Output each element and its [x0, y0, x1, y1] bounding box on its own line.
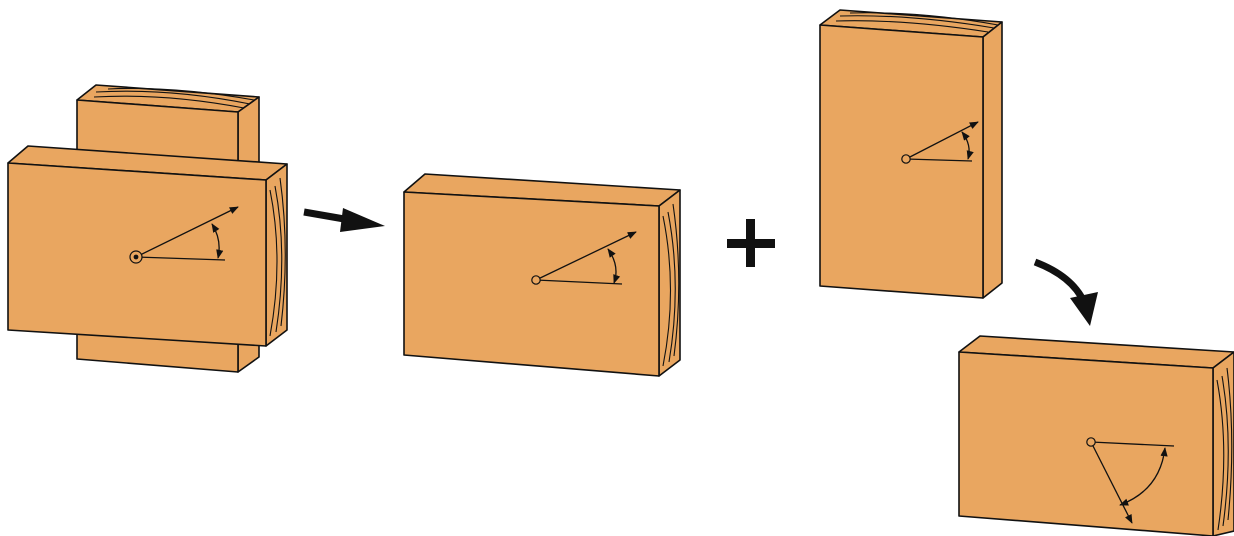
- assembled-joint: [7, 84, 288, 373]
- angle-indicator: [135, 206, 239, 261]
- angle-indicator: [535, 231, 637, 285]
- member-2-rotated: [958, 335, 1234, 536]
- angle-indicator: [905, 121, 979, 162]
- bolt-hole-icon: [1086, 437, 1096, 447]
- bolt-hole-icon: [901, 154, 911, 164]
- angle-indicator: [1090, 441, 1175, 524]
- member-2: [819, 9, 1003, 299]
- curved-arrow-down-icon: [1033, 258, 1098, 326]
- member-1: [403, 173, 681, 377]
- bolt-hole-icon: [531, 275, 541, 285]
- plus-icon: [727, 219, 775, 267]
- bolt-center-icon: [133, 254, 139, 260]
- arrow-right-icon: [303, 208, 385, 232]
- front-member: [7, 145, 288, 347]
